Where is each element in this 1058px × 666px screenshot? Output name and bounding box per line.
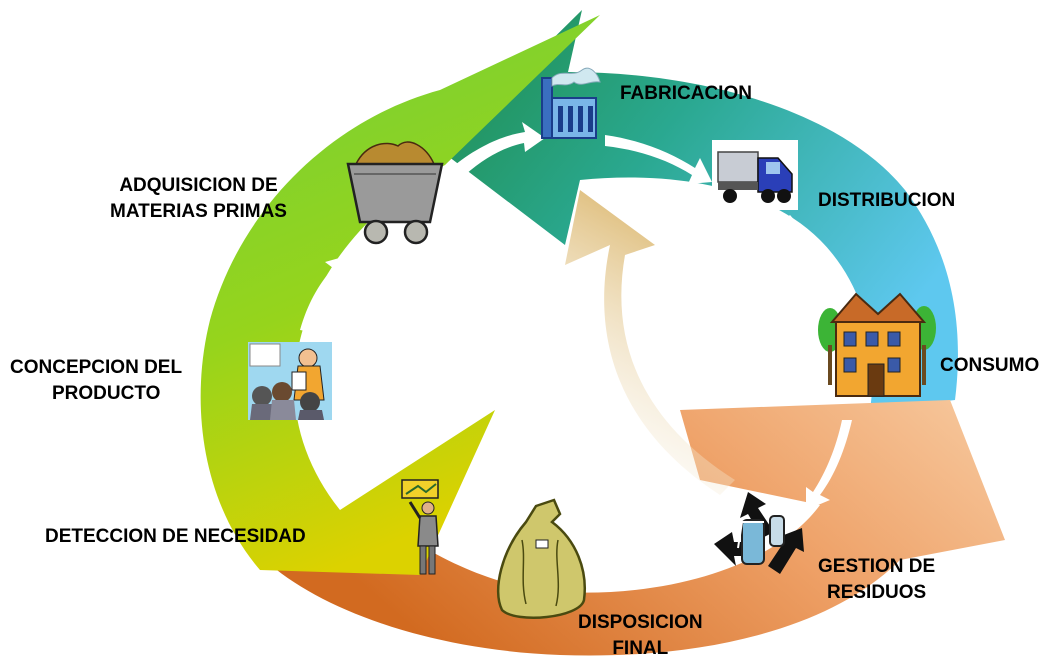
manager-icon [401,479,439,575]
arrow-meeting-mine [300,255,350,332]
factory-icon [541,67,601,139]
label-adquisicion-materias: ADQUISICION DE MATERIAS PRIMAS [110,175,287,222]
truck-icon [712,140,798,210]
label-deteccion-necesidad: DETECCION DE NECESIDAD [45,526,306,547]
meeting-icon [248,342,332,420]
label-gestion-residuos: GESTION DE RESIDUOS [818,556,936,603]
garbage-bag-icon [496,498,586,619]
arrow-factory-truck [605,135,712,184]
arrow-manager-meeting [315,410,367,488]
white-arrows [300,122,852,586]
label-fabricacion: FABRICACION [620,83,752,104]
inner-arrow [565,190,735,495]
label-consumo: CONSUMO [940,355,1040,376]
mine-cart-icon [346,141,444,245]
band-left [200,15,600,575]
label-concepcion-producto: CONCEPCION DEL PRODUCTO [10,357,183,404]
recycle-icon [714,492,804,574]
label-disposicion-final: DISPOSICION FINAL [578,612,703,659]
band-bottom [265,400,1005,656]
arrow-truck-house [782,215,848,306]
house-icon [818,292,936,397]
label-distribucion: DISTRIBUCION [818,190,956,211]
arrow-house-recycle [806,420,852,510]
arrow-recycle-bag [598,556,695,586]
arrow-mine-factory [455,122,545,175]
